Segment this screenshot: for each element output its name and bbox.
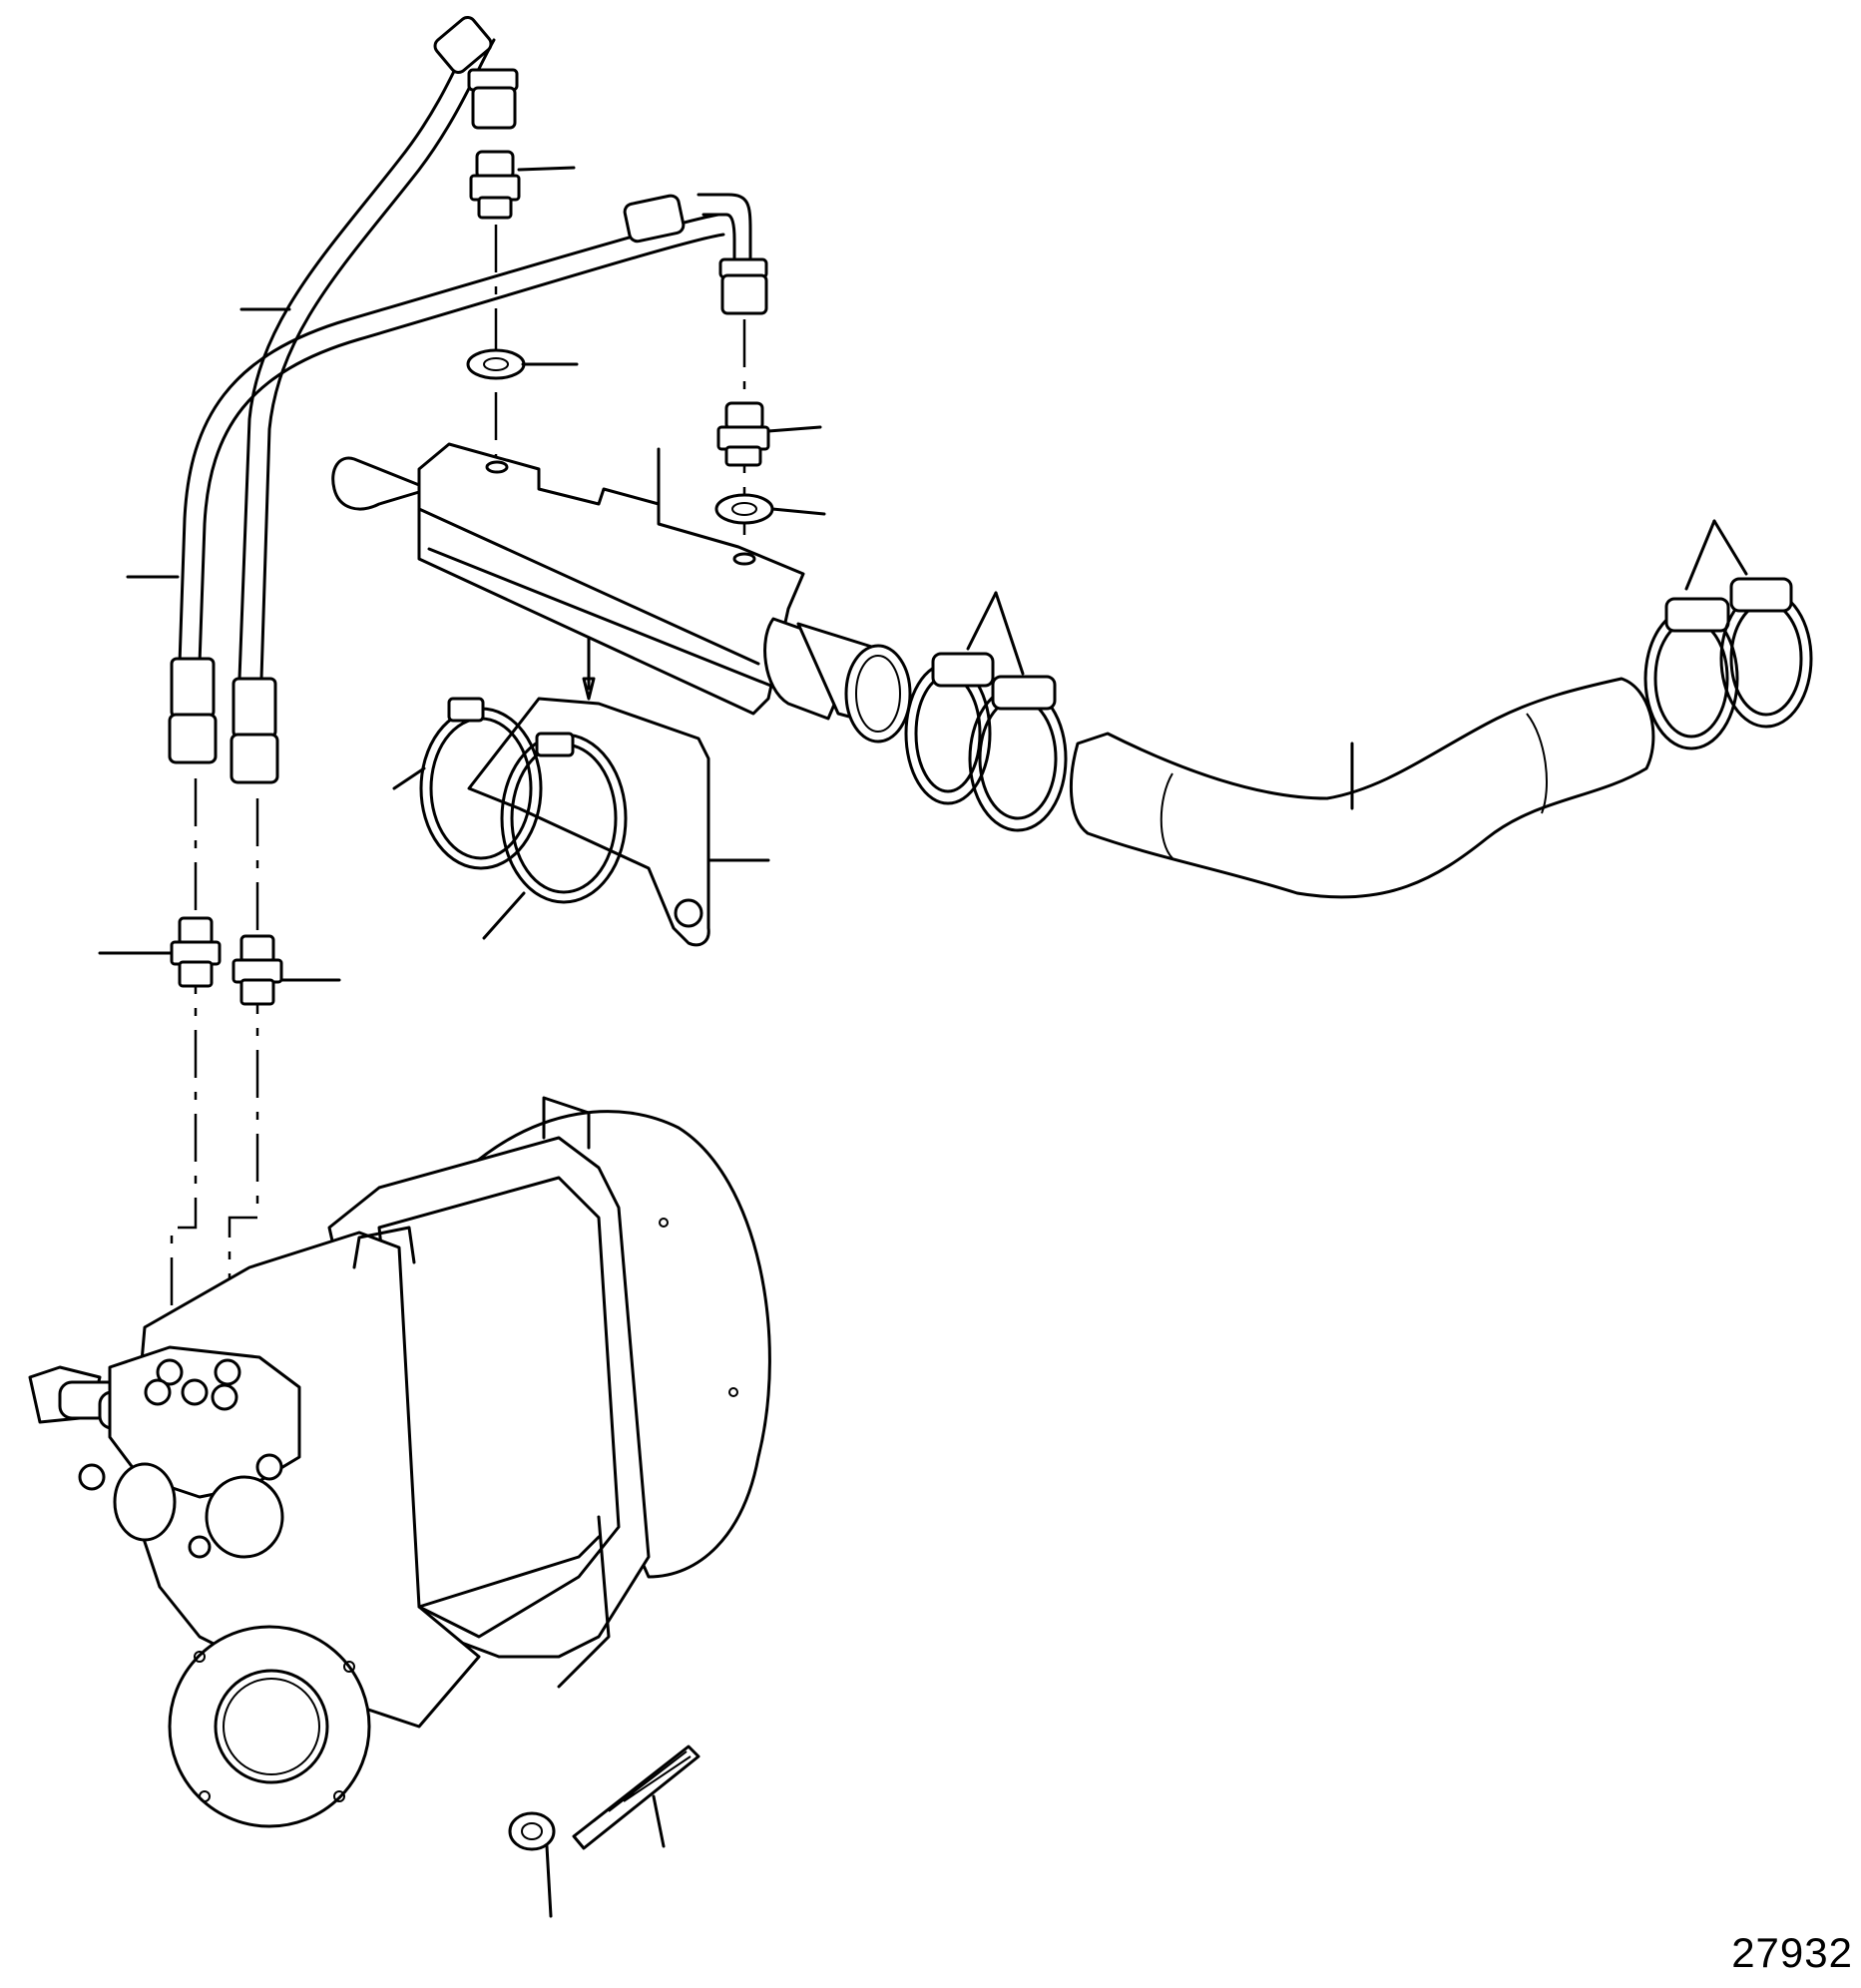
hose-clamp-1 (904, 652, 995, 805)
mounting-bracket (467, 637, 710, 947)
stud (572, 1744, 700, 1850)
hose-clamp-4 (1719, 577, 1813, 729)
hose-clamp-bracket-2 (500, 732, 628, 904)
pipe-nut-right (718, 257, 768, 315)
valve-block (28, 1345, 301, 1559)
pipe-nut-upper (467, 68, 519, 130)
oil-cooler (331, 442, 912, 744)
washer-upper (466, 348, 526, 380)
leader-arrow-clamps-right (1684, 519, 1748, 591)
pipe-nut-left-1 (168, 657, 218, 764)
oil-pipe-short (178, 193, 752, 666)
pipe-nut-left-2 (230, 677, 279, 784)
hose-clamp-2 (968, 675, 1068, 832)
coolant-hose (1070, 677, 1655, 899)
washer-right (714, 493, 774, 525)
union-fitting-upper (469, 150, 521, 469)
flange-nut (508, 1811, 556, 1918)
oil-pipe-long (237, 16, 496, 681)
union-fitting-right (716, 319, 770, 589)
leader-arrow-clamps-left (966, 591, 1025, 676)
drawing-reference-number: 27932 (1731, 1929, 1853, 1976)
hose-clamp-bracket-1 (419, 697, 543, 870)
callout-leaders (98, 166, 826, 982)
hose-clamp-3 (1643, 597, 1739, 750)
